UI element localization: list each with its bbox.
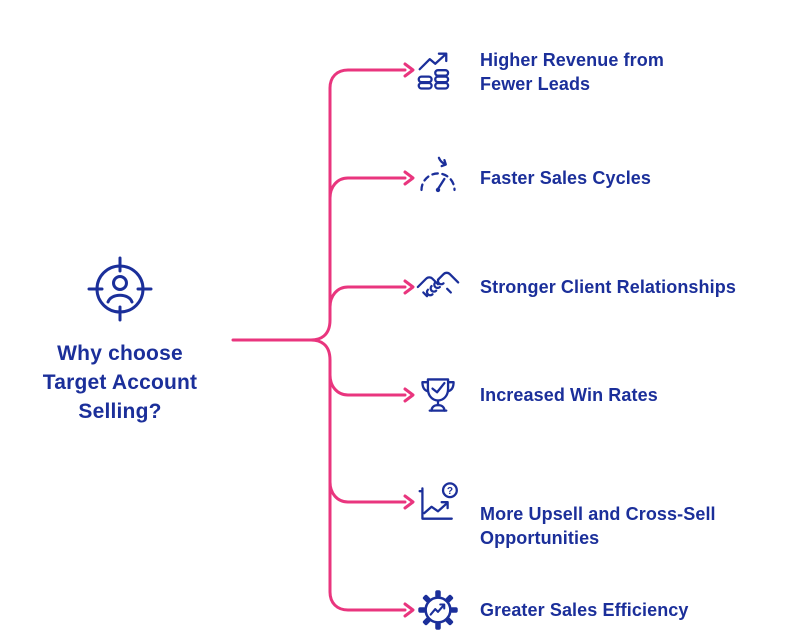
page-title: Why choose Target Account Selling? (10, 339, 230, 426)
revenue-growth-icon (417, 52, 450, 90)
benefit-label: More Upsell and Cross-Sell Opportunities (480, 504, 716, 548)
benefit-item-faster-cycles: Faster Sales Cycles (416, 156, 651, 200)
benefit-item-sales-efficiency: Greater Sales Efficiency (416, 588, 689, 632)
target-person-icon (87, 256, 153, 322)
chart-question-icon: ? (418, 482, 458, 520)
benefit-item-upsell-cross-sell: ? More Upsell and Cross-Sell Opportuniti… (416, 480, 730, 548)
page-title-line-2: Target Account (42, 371, 198, 394)
benefit-item-client-relationships: Stronger Client Relationships (416, 265, 736, 309)
page-title-line-3: Selling? (78, 400, 162, 423)
benefit-label: Greater Sales Efficiency (480, 600, 689, 620)
benefit-label: Stronger Client Relationships (480, 277, 736, 297)
svg-text:?: ? (447, 486, 453, 497)
benefit-item-higher-revenue: Higher Revenue from Fewer Leads (416, 48, 695, 96)
page-title-line-1: Why choose (57, 342, 183, 365)
benefit-label: Increased Win Rates (480, 385, 658, 405)
benefit-item-win-rates: Increased Win Rates (416, 373, 658, 417)
benefit-label: Higher Revenue from Fewer Leads (480, 50, 664, 94)
trophy-check-icon (421, 378, 455, 412)
handshake-icon (416, 271, 460, 298)
speedometer-icon (420, 156, 456, 193)
gear-chart-icon (418, 590, 458, 630)
benefit-label: Faster Sales Cycles (480, 168, 652, 188)
